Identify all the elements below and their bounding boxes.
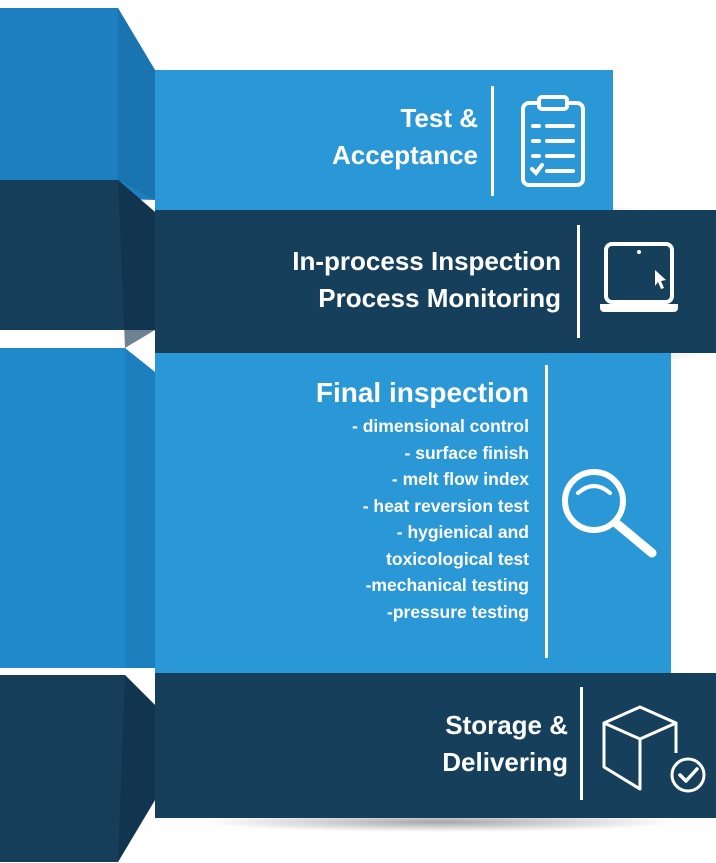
box-storage: [155, 673, 716, 818]
detail-list: - dimensional control - surface finish -…: [316, 413, 529, 625]
step-test-acceptance: Test & Acceptance: [332, 100, 478, 174]
box-in-process: [155, 210, 716, 353]
detail-item: - dimensional control: [352, 416, 529, 436]
divider: [580, 687, 583, 800]
magnifying-glass-icon: [560, 465, 660, 565]
detail-item: - melt flow index: [391, 469, 529, 489]
ribbon-fold-2: [0, 180, 155, 330]
ribbon-fold-4: [0, 675, 155, 862]
detail-item: toxicological test: [386, 548, 529, 569]
step-title-line: Delivering: [442, 747, 568, 777]
detail-item: - surface finish: [404, 442, 529, 463]
divider: [545, 365, 548, 658]
box-check-icon: [600, 703, 710, 800]
detail-item: -mechanical testing: [365, 575, 529, 595]
ribbon-fold-1: [0, 8, 155, 200]
laptop-cursor-icon: [598, 240, 680, 323]
step-final-inspection: Final inspection - dimensional control -…: [316, 373, 529, 625]
detail-item: - hygienical and: [396, 522, 529, 542]
clipboard-checklist-icon: [515, 93, 591, 194]
step-title: Final inspection: [315, 377, 529, 408]
step-title-line: In-process Inspection: [292, 246, 561, 276]
step-in-process: In-process Inspection Process Monitoring: [292, 243, 561, 317]
step-title-line: Test &: [400, 103, 478, 133]
step-title-line: Process Monitoring: [318, 283, 561, 313]
box-final-inspection: [155, 353, 671, 673]
divider: [577, 225, 580, 338]
step-title-line: Storage &: [445, 710, 568, 740]
divider: [491, 86, 494, 196]
detail-item: - heat reversion test: [362, 495, 529, 516]
detail-item: -pressure testing: [387, 601, 529, 622]
step-title-line: Acceptance: [332, 140, 478, 170]
step-storage: Storage & Delivering: [442, 707, 568, 781]
ribbon-fold-3: [0, 348, 155, 668]
